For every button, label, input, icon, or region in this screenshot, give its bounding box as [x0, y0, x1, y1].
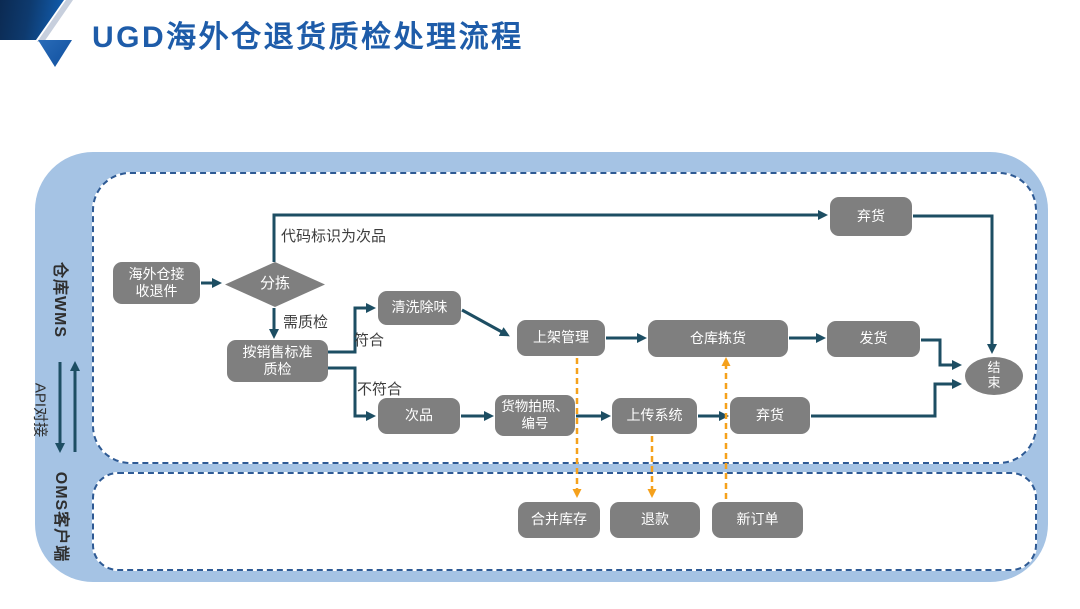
node-receive-returns: 海外仓接收退件: [113, 262, 200, 304]
node-defective-item: 次品: [378, 398, 460, 434]
node-quality-check: 按销售标准质检: [227, 340, 328, 382]
node-photo-numbering: 货物拍照、编号: [495, 395, 575, 436]
edge-label-fail: 不符合: [357, 381, 403, 398]
node-ship-goods: 发货: [827, 321, 920, 357]
slide-logo: [0, 0, 90, 70]
node-discard-goods-bottom: 弃货: [730, 397, 810, 434]
lane-label-api: API对接: [31, 382, 49, 438]
node-end-terminator: 结束: [965, 357, 1023, 395]
node-clean-deodorize: 清洗除味: [378, 291, 461, 325]
node-new-order: 新订单: [712, 502, 803, 538]
node-warehouse-picking: 仓库拣货: [648, 320, 788, 357]
page-title: UGD海外仓退货质检处理流程: [92, 21, 524, 54]
node-refund: 退款: [610, 502, 700, 538]
edge-label-pass: 符合: [354, 332, 385, 349]
logo-triangle-shape: [38, 40, 72, 67]
lane-label-oms: OMS客户端: [52, 471, 69, 563]
node-merge-inventory: 合并库存: [518, 502, 600, 538]
node-discard-goods-top: 弃货: [830, 197, 912, 236]
node-upload-system: 上传系统: [612, 398, 697, 434]
logo-parallelogram-shape: [0, 0, 64, 40]
lane-label-wms: 仓库WMS: [51, 261, 68, 339]
edge-label-need-qc: 需质检: [283, 314, 329, 331]
edge-label-defect-code: 代码标识为次品: [281, 228, 387, 245]
node-shelf-management: 上架管理: [517, 320, 605, 356]
